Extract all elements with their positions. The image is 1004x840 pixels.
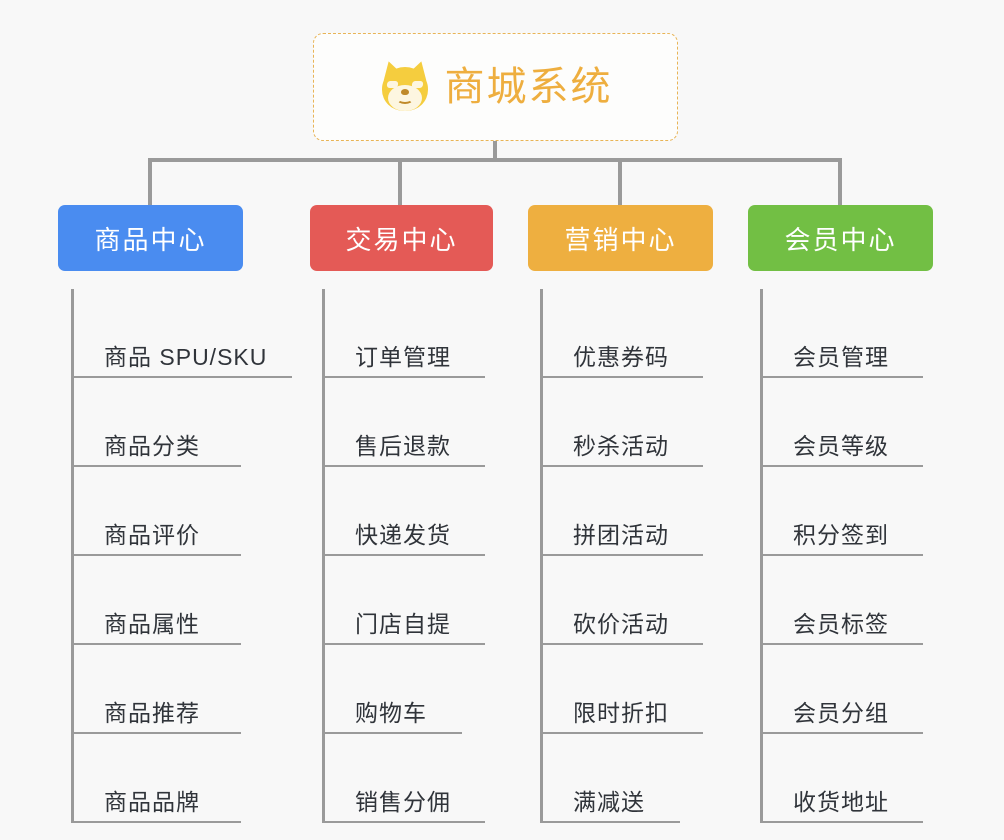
list-item[interactable]: 购物车 xyxy=(325,645,510,734)
branch-item-list-trade-center: 订单管理 售后退款 快递发货 门店自提 购物车 销售分佣 xyxy=(322,289,510,823)
list-item[interactable]: 会员分组 xyxy=(763,645,948,734)
list-item-label: 商品品牌 xyxy=(104,788,200,815)
list-item-label: 砍价活动 xyxy=(573,610,669,637)
list-item-label: 销售分佣 xyxy=(355,788,451,815)
list-item-label: 购物车 xyxy=(355,699,427,726)
list-item[interactable]: 订单管理 xyxy=(325,289,510,378)
branch-header-label: 营销中心 xyxy=(564,224,677,255)
list-item-label: 会员分组 xyxy=(793,699,889,726)
branch-member-center: 会员中心 会员管理 会员等级 积分签到 会员标签 会员分组 xyxy=(748,205,948,823)
root-title: 商城系统 xyxy=(444,65,613,109)
branch-header-product-center[interactable]: 商品中心 xyxy=(58,205,243,271)
branch-header-label: 交易中心 xyxy=(345,224,458,255)
list-item[interactable]: 快递发货 xyxy=(325,467,510,556)
list-item[interactable]: 会员管理 xyxy=(763,289,948,378)
list-item[interactable]: 收货地址 xyxy=(763,734,948,823)
shiba-dog-icon xyxy=(378,58,431,113)
branch-item-list-marketing-center: 优惠券码 秒杀活动 拼团活动 砍价活动 限时折扣 满减送 xyxy=(540,289,728,823)
list-item[interactable]: 积分签到 xyxy=(763,467,948,556)
branch-item-list-product-center: 商品 SPU/SKU 商品分类 商品评价 商品属性 商品推荐 商品品牌 xyxy=(71,289,292,823)
list-item-label: 商品分类 xyxy=(104,432,200,459)
list-item-label: 订单管理 xyxy=(355,343,451,370)
branch-header-label: 商品中心 xyxy=(94,224,207,255)
list-item-label: 会员管理 xyxy=(793,343,889,370)
list-item-label: 会员标签 xyxy=(793,610,889,637)
list-item[interactable]: 满减送 xyxy=(543,734,728,823)
branch-header-member-center[interactable]: 会员中心 xyxy=(748,205,933,271)
branch-trade-center: 交易中心 订单管理 售后退款 快递发货 门店自提 购物车 xyxy=(310,205,510,823)
branch-header-trade-center[interactable]: 交易中心 xyxy=(310,205,493,271)
list-item-label: 积分签到 xyxy=(793,521,889,548)
list-item[interactable]: 拼团活动 xyxy=(543,467,728,556)
list-item[interactable]: 会员等级 xyxy=(763,378,948,467)
list-item[interactable]: 限时折扣 xyxy=(543,645,728,734)
list-item-label: 商品属性 xyxy=(104,610,200,637)
list-item-label: 快递发货 xyxy=(355,521,451,548)
list-item-label: 收货地址 xyxy=(793,788,889,815)
list-item-label: 拼团活动 xyxy=(573,521,669,548)
list-item[interactable]: 商品推荐 xyxy=(74,645,288,734)
list-item-label: 限时折扣 xyxy=(573,699,669,726)
list-item-label: 商品评价 xyxy=(104,521,200,548)
list-item-label: 商品 SPU/SKU xyxy=(104,343,268,370)
list-item[interactable]: 门店自提 xyxy=(325,556,510,645)
branch-item-list-member-center: 会员管理 会员等级 积分签到 会员标签 会员分组 收货地址 xyxy=(760,289,948,823)
list-item[interactable]: 商品品牌 xyxy=(74,734,288,823)
branch-product-center: 商品中心 商品 SPU/SKU 商品分类 商品评价 商品属性 商品推荐 xyxy=(58,205,292,823)
list-item[interactable]: 商品 SPU/SKU xyxy=(74,289,292,378)
list-item[interactable]: 砍价活动 xyxy=(543,556,728,645)
list-item-label: 门店自提 xyxy=(355,610,451,637)
list-item-label: 会员等级 xyxy=(793,432,889,459)
list-item-label: 满减送 xyxy=(573,788,645,815)
branch-header-marketing-center[interactable]: 营销中心 xyxy=(528,205,713,271)
list-item[interactable]: 秒杀活动 xyxy=(543,378,728,467)
branch-header-label: 会员中心 xyxy=(784,224,897,255)
list-item[interactable]: 销售分佣 xyxy=(325,734,510,823)
list-item[interactable]: 商品评价 xyxy=(74,467,288,556)
list-item-label: 优惠券码 xyxy=(573,343,669,370)
list-item[interactable]: 会员标签 xyxy=(763,556,948,645)
branch-marketing-center: 营销中心 优惠券码 秒杀活动 拼团活动 砍价活动 限时折扣 xyxy=(528,205,728,823)
list-item[interactable]: 优惠券码 xyxy=(543,289,728,378)
list-item-label: 售后退款 xyxy=(355,432,451,459)
root-node[interactable]: 商城系统 xyxy=(313,33,678,141)
list-item-label: 商品推荐 xyxy=(104,699,200,726)
list-item[interactable]: 商品分类 xyxy=(74,378,288,467)
list-item-label: 秒杀活动 xyxy=(573,432,669,459)
list-item[interactable]: 商品属性 xyxy=(74,556,288,645)
list-item[interactable]: 售后退款 xyxy=(325,378,510,467)
